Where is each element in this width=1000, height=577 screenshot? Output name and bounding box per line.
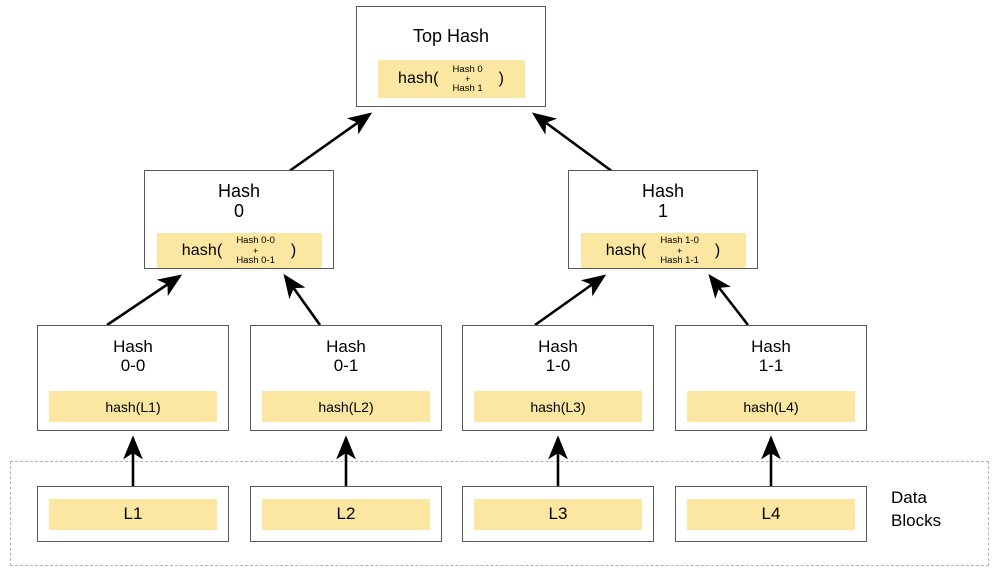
node-hash-0-1-title: Hash 0-1 bbox=[326, 337, 366, 376]
arrow-hash11-to-hash1 bbox=[708, 273, 750, 326]
operand-operator: + bbox=[676, 245, 683, 256]
arrow-hash1-to-top bbox=[531, 112, 614, 174]
data-block-l3-label: L3 bbox=[474, 498, 642, 530]
hash-fn-close: ) bbox=[498, 70, 504, 88]
operand-bottom: Hash 1-1 bbox=[660, 254, 699, 266]
hash-fn-close: ) bbox=[290, 241, 297, 259]
node-hash-1-1-formula: hash(L4) bbox=[687, 391, 855, 423]
data-block-l4: L4 bbox=[675, 486, 867, 542]
node-top-hash-title: Top Hash bbox=[412, 26, 490, 46]
arrow-hash10-to-hash1 bbox=[534, 274, 607, 327]
operand-top: Hash 0 bbox=[452, 63, 483, 75]
hash-operands: Hash 1-0 + Hash 1-1 bbox=[660, 235, 699, 266]
node-hash-1-1-title: Hash 1-1 bbox=[751, 337, 791, 376]
node-hash-1-0-formula: hash(L3) bbox=[474, 391, 642, 423]
operand-top: Hash 1-0 bbox=[660, 235, 699, 247]
hash-operands: Hash 0 + Hash 1 bbox=[453, 64, 483, 95]
hash-fn-open: hash( bbox=[398, 70, 439, 88]
operand-bottom: Hash 0-1 bbox=[236, 254, 275, 266]
operand-operator: + bbox=[464, 74, 471, 85]
hash-fn-close: ) bbox=[714, 241, 721, 259]
node-hash-1: Hash 1 hash( Hash 1-0 + Hash 1-1 ) bbox=[568, 170, 758, 269]
data-block-l4-label: L4 bbox=[687, 498, 855, 530]
hash-fn-open: hash( bbox=[181, 241, 223, 259]
data-block-l2: L2 bbox=[250, 486, 442, 542]
data-blocks-caption: Data Blocks bbox=[891, 488, 942, 530]
node-hash-1-title: Hash 1 bbox=[641, 181, 685, 222]
operand-top: Hash 0-0 bbox=[236, 235, 275, 247]
data-block-l3: L3 bbox=[462, 486, 654, 542]
node-hash-0: Hash 0 hash( Hash 0-0 + Hash 0-1 ) bbox=[144, 170, 334, 269]
hash-fn-open: hash( bbox=[605, 241, 647, 259]
arrow-hash01-to-hash0 bbox=[283, 273, 322, 326]
node-hash-0-0-formula: hash(L1) bbox=[49, 391, 217, 423]
node-hash-0-1-formula: hash(L2) bbox=[262, 391, 430, 423]
operand-operator: + bbox=[252, 245, 259, 256]
hash-operands: Hash 0-0 + Hash 0-1 bbox=[236, 235, 275, 266]
node-hash-1-0: Hash 1-0 hash(L3) bbox=[462, 325, 654, 431]
node-hash-0-1: Hash 0-1 hash(L2) bbox=[250, 325, 442, 431]
node-hash-0-formula: hash( Hash 0-0 + Hash 0-1 ) bbox=[156, 233, 322, 268]
arrow-hash0-to-top bbox=[287, 112, 373, 174]
node-hash-1-1: Hash 1-1 hash(L4) bbox=[675, 325, 867, 431]
data-block-l1: L1 bbox=[37, 486, 229, 542]
data-block-l2-label: L2 bbox=[262, 498, 430, 530]
node-hash-1-formula: hash( Hash 1-0 + Hash 1-1 ) bbox=[580, 233, 746, 268]
node-hash-0-0: Hash 0-0 hash(L1) bbox=[37, 325, 229, 431]
data-block-l1-label: L1 bbox=[49, 498, 217, 530]
arrow-hash00-to-hash0 bbox=[106, 274, 183, 327]
node-top-hash-formula: hash( Hash 0 + Hash 1 ) bbox=[377, 60, 525, 99]
operand-bottom: Hash 1 bbox=[452, 83, 483, 95]
node-hash-0-title: Hash 0 bbox=[217, 181, 261, 222]
node-top-hash: Top Hash hash( Hash 0 + Hash 1 ) bbox=[356, 6, 546, 107]
node-hash-0-0-title: Hash 0-0 bbox=[113, 337, 153, 376]
node-hash-1-0-title: Hash 1-0 bbox=[538, 337, 578, 376]
data-blocks-group bbox=[10, 461, 989, 566]
